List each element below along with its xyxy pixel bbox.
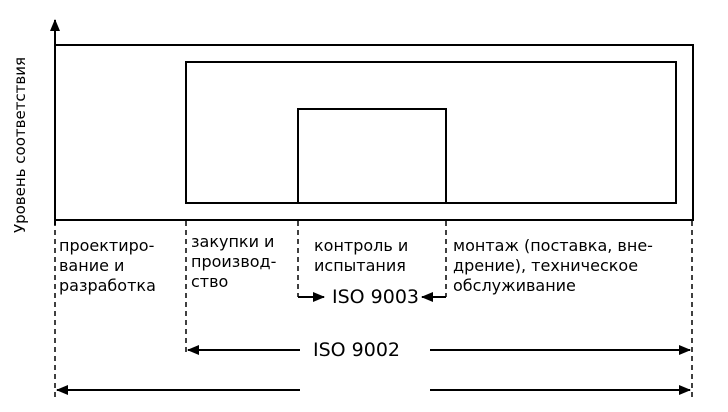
y-axis-label: Уровень соответствия	[11, 56, 29, 234]
middle-box	[185, 61, 677, 204]
phase-installation: монтаж (поставка, вне- дрение), техничес…	[453, 236, 653, 296]
phase-procurement-line-2: производ-	[191, 252, 277, 271]
phase-installation-line-3: обслуживание	[453, 276, 576, 295]
phase-procurement-line-3: ство	[191, 272, 229, 291]
outer-box	[54, 44, 694, 221]
phase-design-line-2: вание и	[59, 256, 125, 275]
inner-box	[297, 108, 447, 204]
phase-inspection: контроль и испытания	[314, 236, 408, 276]
phase-inspection-line-2: испытания	[314, 256, 406, 275]
phase-procurement-line-1: закупки и	[191, 232, 275, 251]
iso-9003-label: ISO 9003	[332, 286, 420, 308]
phase-design: проектиро- вание и разработка	[59, 236, 156, 296]
phase-procurement: закупки и производ- ство	[191, 232, 276, 292]
iso-9002-label: ISO 9002	[313, 339, 401, 361]
phase-installation-line-1: монтаж (поставка, вне-	[453, 236, 653, 255]
phase-installation-line-2: дрение), техническое	[453, 256, 639, 275]
phase-design-line-1: проектиро-	[59, 236, 155, 255]
phase-design-line-3: разработка	[59, 276, 156, 295]
phase-inspection-line-1: контроль и	[314, 236, 409, 255]
